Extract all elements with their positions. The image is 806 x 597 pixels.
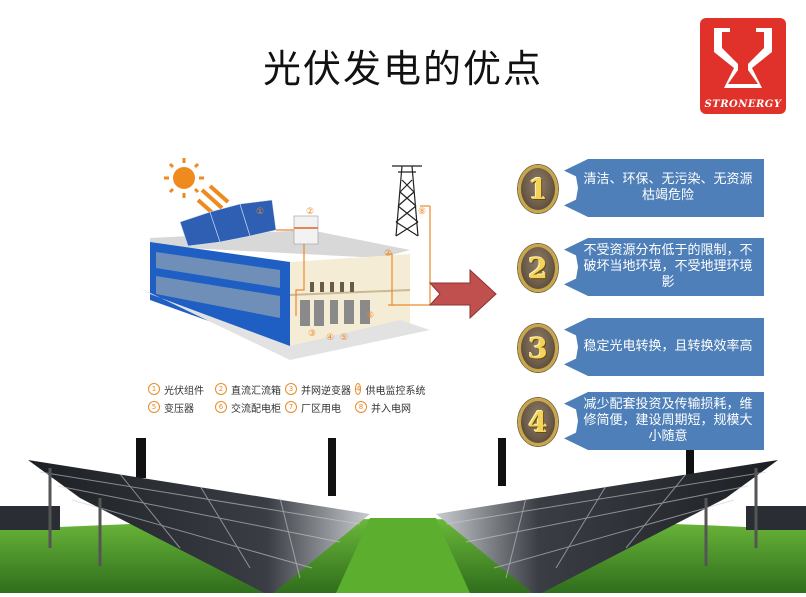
- page-title: 光伏发电的优点: [262, 47, 543, 91]
- benefit-card: 减少配套投资及传输损耗，维修简便，建设周期短，规模大小随意: [564, 392, 764, 450]
- solar-field-image: [0, 438, 806, 596]
- svg-text:①: ①: [256, 207, 264, 217]
- benefit-card: 不受资源分布低于的限制，不破坏当地环境，不受地理环境影: [564, 238, 764, 296]
- logo-mark-icon: [714, 28, 772, 88]
- sun-icon: [164, 158, 230, 218]
- number-3-medal-icon: 3: [518, 324, 558, 372]
- svg-text:⑦: ⑦: [384, 249, 392, 259]
- benefit-item-4: 4 减少配套投资及传输损耗，维修简便，建设周期短，规模大小随意: [518, 392, 768, 450]
- stronergy-logo: STRONERGY: [700, 18, 786, 114]
- benefit-item-2: 2 不受资源分布低于的限制，不破坏当地环境，不受地理环境影: [518, 238, 768, 296]
- benefit-item-3: 3 稳定光电转换，且转换效率高: [518, 318, 768, 376]
- flow-arrow-icon: [428, 268, 497, 320]
- svg-text:②: ②: [306, 207, 314, 217]
- svg-text:⑤: ⑤: [340, 333, 348, 343]
- svg-text:⑥: ⑥: [366, 311, 374, 321]
- svg-text:⑧: ⑧: [418, 207, 426, 217]
- number-4-medal-icon: 4: [518, 398, 558, 446]
- svg-text:③: ③: [308, 329, 316, 339]
- number-2-medal-icon: 2: [518, 244, 558, 292]
- benefit-card: 稳定光电转换，且转换效率高: [564, 318, 764, 376]
- benefit-card: 清洁、环保、无污染、无资源枯竭危险: [564, 159, 764, 217]
- logo-brand-text: STRONERGY: [704, 99, 782, 110]
- benefit-item-1: 1 清洁、环保、无污染、无资源枯竭危险: [518, 159, 768, 217]
- svg-text:④: ④: [326, 333, 334, 343]
- number-1-medal-icon: 1: [518, 165, 558, 213]
- power-tower-icon: [392, 165, 422, 237]
